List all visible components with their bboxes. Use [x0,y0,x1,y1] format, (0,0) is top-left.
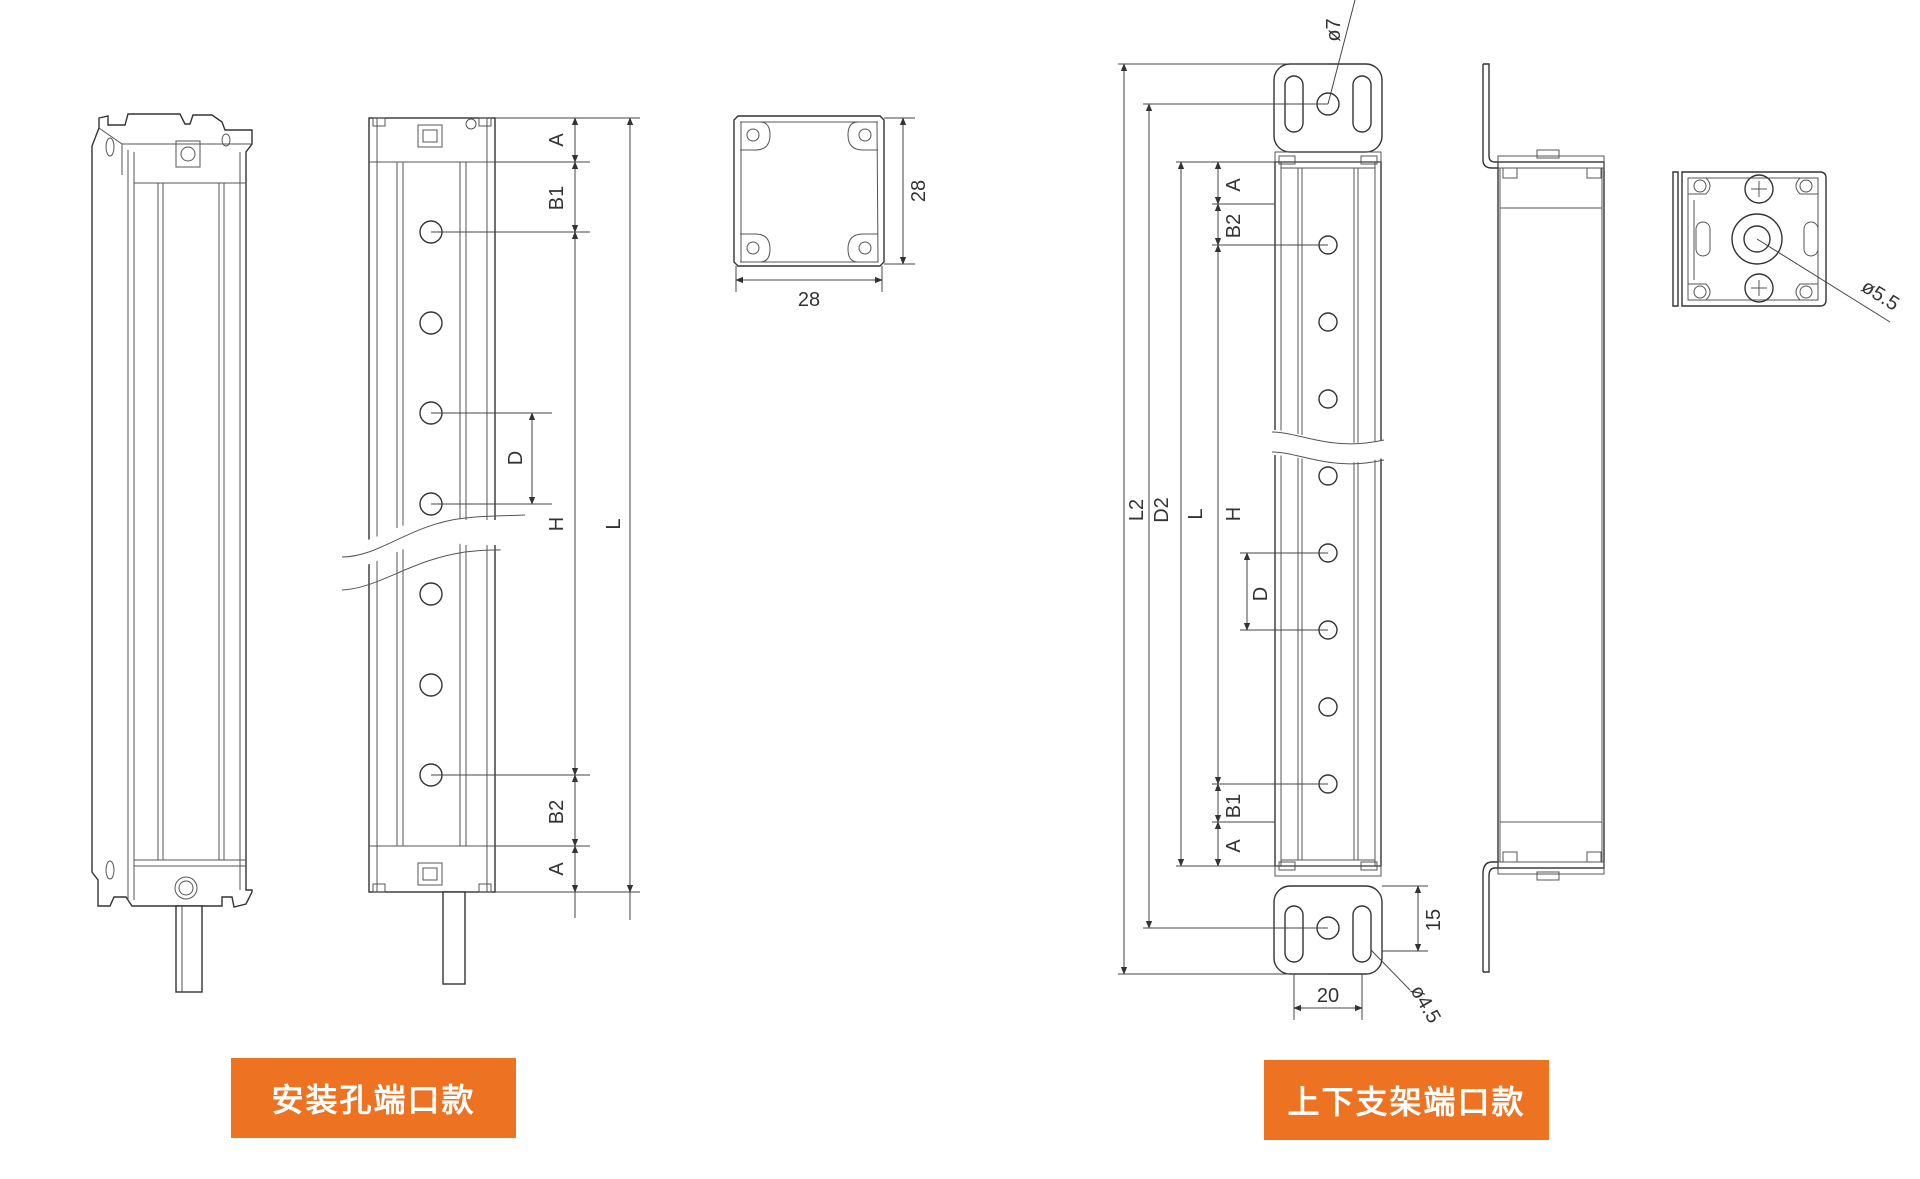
front-view-bracket [1271,63,1385,975]
end-view-width: 28 [798,289,820,311]
dim-H: H [546,517,568,531]
dim-phi5-5: ø5.5 [1857,276,1903,316]
dim-B1-right: B1 [1223,794,1245,818]
iso-view [91,113,253,993]
dim-A-bottom: A [546,862,568,876]
dim-L: L [603,518,625,529]
end-view-bracket: ø5.5 [1672,171,1903,323]
dim-phi7: ø7 [1323,18,1345,41]
dim-H-right: H [1223,507,1245,521]
end-view-28x28: 28 28 [733,115,930,311]
dim-A-bottom-right: A [1223,839,1245,853]
dim-D-right: D [1250,587,1272,601]
dim-D2: D2 [1151,497,1173,523]
dim-B2: B2 [546,800,568,824]
dim-phi4-5: ø4.5 [1406,982,1445,1028]
dim-L-right: L [1185,508,1207,519]
front-view-mounting-hole [341,117,526,985]
side-view-bracket [1482,63,1605,973]
variant-caption-mounting-hole: 安装孔端口款 [231,1058,516,1138]
variant-caption-bracket: 上下支架端口款 [1264,1060,1549,1140]
end-view-height: 28 [908,180,930,202]
left-dimensions: A B1 D H L B2 A [431,117,640,920]
dim-B2-right: B2 [1223,214,1245,238]
dim-15: 15 [1423,909,1445,931]
dim-20: 20 [1317,985,1339,1007]
dim-A-top-right: A [1223,178,1245,192]
dim-A-top: A [546,133,568,147]
dim-B1: B1 [546,186,568,210]
dim-L2: L2 [1126,499,1148,521]
dim-D: D [505,451,527,465]
